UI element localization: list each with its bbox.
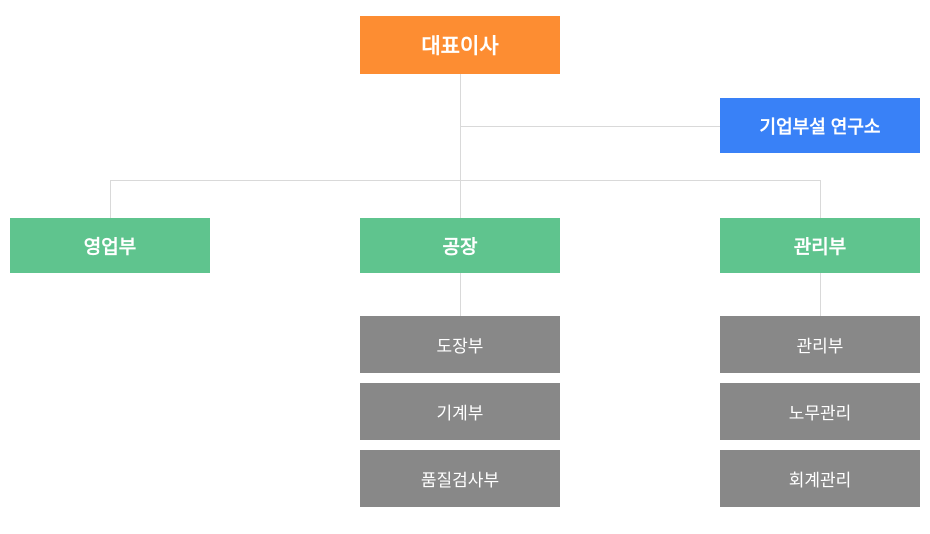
org-box-labor-management: 노무관리	[720, 383, 920, 440]
org-box-accounting-management: 회계관리	[720, 450, 920, 507]
connector-research-horizontal	[460, 126, 720, 127]
org-box-painting-dept: 도장부	[360, 316, 560, 373]
org-box-machinery-dept: 기계부	[360, 383, 560, 440]
connector-sales-vertical	[110, 180, 111, 218]
connector-management-sub-vertical	[820, 273, 821, 316]
org-box-factory: 공장	[360, 218, 560, 273]
connector-factory-sub-vertical	[460, 273, 461, 316]
org-box-management-sub-dept: 관리부	[720, 316, 920, 373]
connector-departments-horizontal	[110, 180, 821, 181]
connector-management-vertical	[820, 180, 821, 218]
org-box-research-institute: 기업부설 연구소	[720, 98, 920, 153]
connector-ceo-vertical	[460, 74, 461, 218]
org-box-management-dept: 관리부	[720, 218, 920, 273]
org-box-ceo: 대표이사	[360, 16, 560, 74]
org-box-quality-inspection-dept: 품질검사부	[360, 450, 560, 507]
org-box-sales-dept: 영업부	[10, 218, 210, 273]
